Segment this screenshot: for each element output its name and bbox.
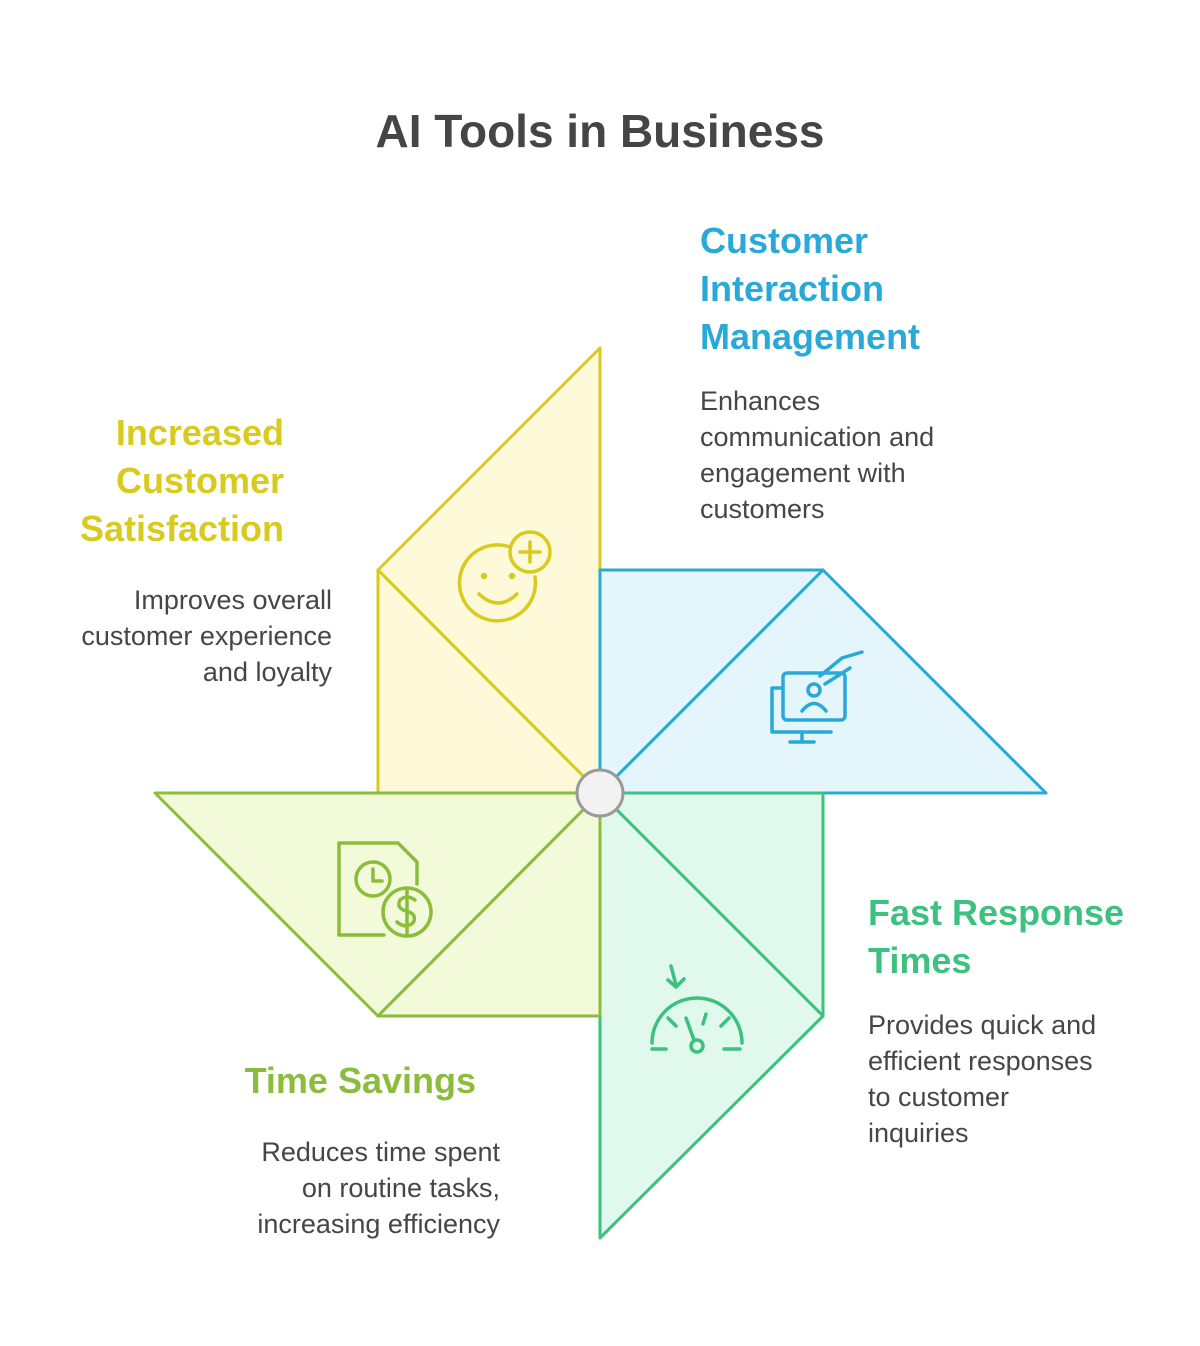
center-hub [575, 768, 625, 818]
satisfaction-heading-line: Increased [115, 412, 284, 453]
interaction-heading-line: Interaction [700, 268, 885, 309]
speedometer-icon [650, 964, 744, 1054]
page-title: AI Tools in Business [375, 105, 825, 157]
response-description-line: efficient responses [868, 1046, 1093, 1076]
blade-interaction [598, 568, 1048, 795]
savings-heading: Time Savings [176, 1057, 476, 1105]
response-description-line: to customer [868, 1082, 1010, 1112]
satisfaction-description-line: customer experience [81, 621, 332, 651]
response-heading: Fast Response Times [868, 889, 1188, 985]
satisfaction-description-line: and loyalty [202, 657, 332, 687]
interaction-description-line: Enhances [700, 386, 821, 416]
clock-dollar-icon [337, 841, 433, 938]
interaction-description: Enhances communication and engagement wi… [700, 383, 1120, 527]
monitor-user-icon [770, 650, 864, 744]
savings-description-line: increasing efficiency [257, 1209, 500, 1239]
savings-description-line: on routine tasks, [301, 1173, 500, 1203]
interaction-heading: Customer Interaction Management [700, 217, 1120, 361]
response-description-line: inquiries [868, 1118, 969, 1148]
satisfaction-heading-line: Satisfaction [79, 508, 284, 549]
savings-description: Reduces time spent on routine tasks, inc… [180, 1134, 500, 1242]
interaction-description-line: engagement with [700, 458, 906, 488]
interaction-description-line: customers [700, 494, 825, 524]
blade-satisfaction [376, 346, 602, 795]
blade-response [598, 791, 825, 1240]
response-description: Provides quick and efficient responses t… [868, 1007, 1188, 1151]
savings-description-line: Reduces time spent [261, 1137, 500, 1167]
savings-heading-line: Time Savings [244, 1060, 476, 1101]
blade-savings [153, 791, 602, 1018]
response-heading-line: Times [868, 940, 972, 981]
satisfaction-description-line: Improves overall [133, 585, 332, 615]
response-heading-line: Fast Response [868, 892, 1125, 933]
interaction-heading-line: Management [700, 316, 921, 357]
interaction-description-line: communication and [700, 422, 935, 452]
satisfaction-heading-line: Customer [115, 460, 284, 501]
interaction-heading-line: Customer [700, 220, 869, 261]
smiley-plus-icon [457, 530, 552, 623]
satisfaction-description: Improves overall customer experience and… [40, 582, 332, 690]
satisfaction-heading: Increased Customer Satisfaction [60, 409, 284, 553]
response-description-line: Provides quick and [868, 1010, 1097, 1040]
